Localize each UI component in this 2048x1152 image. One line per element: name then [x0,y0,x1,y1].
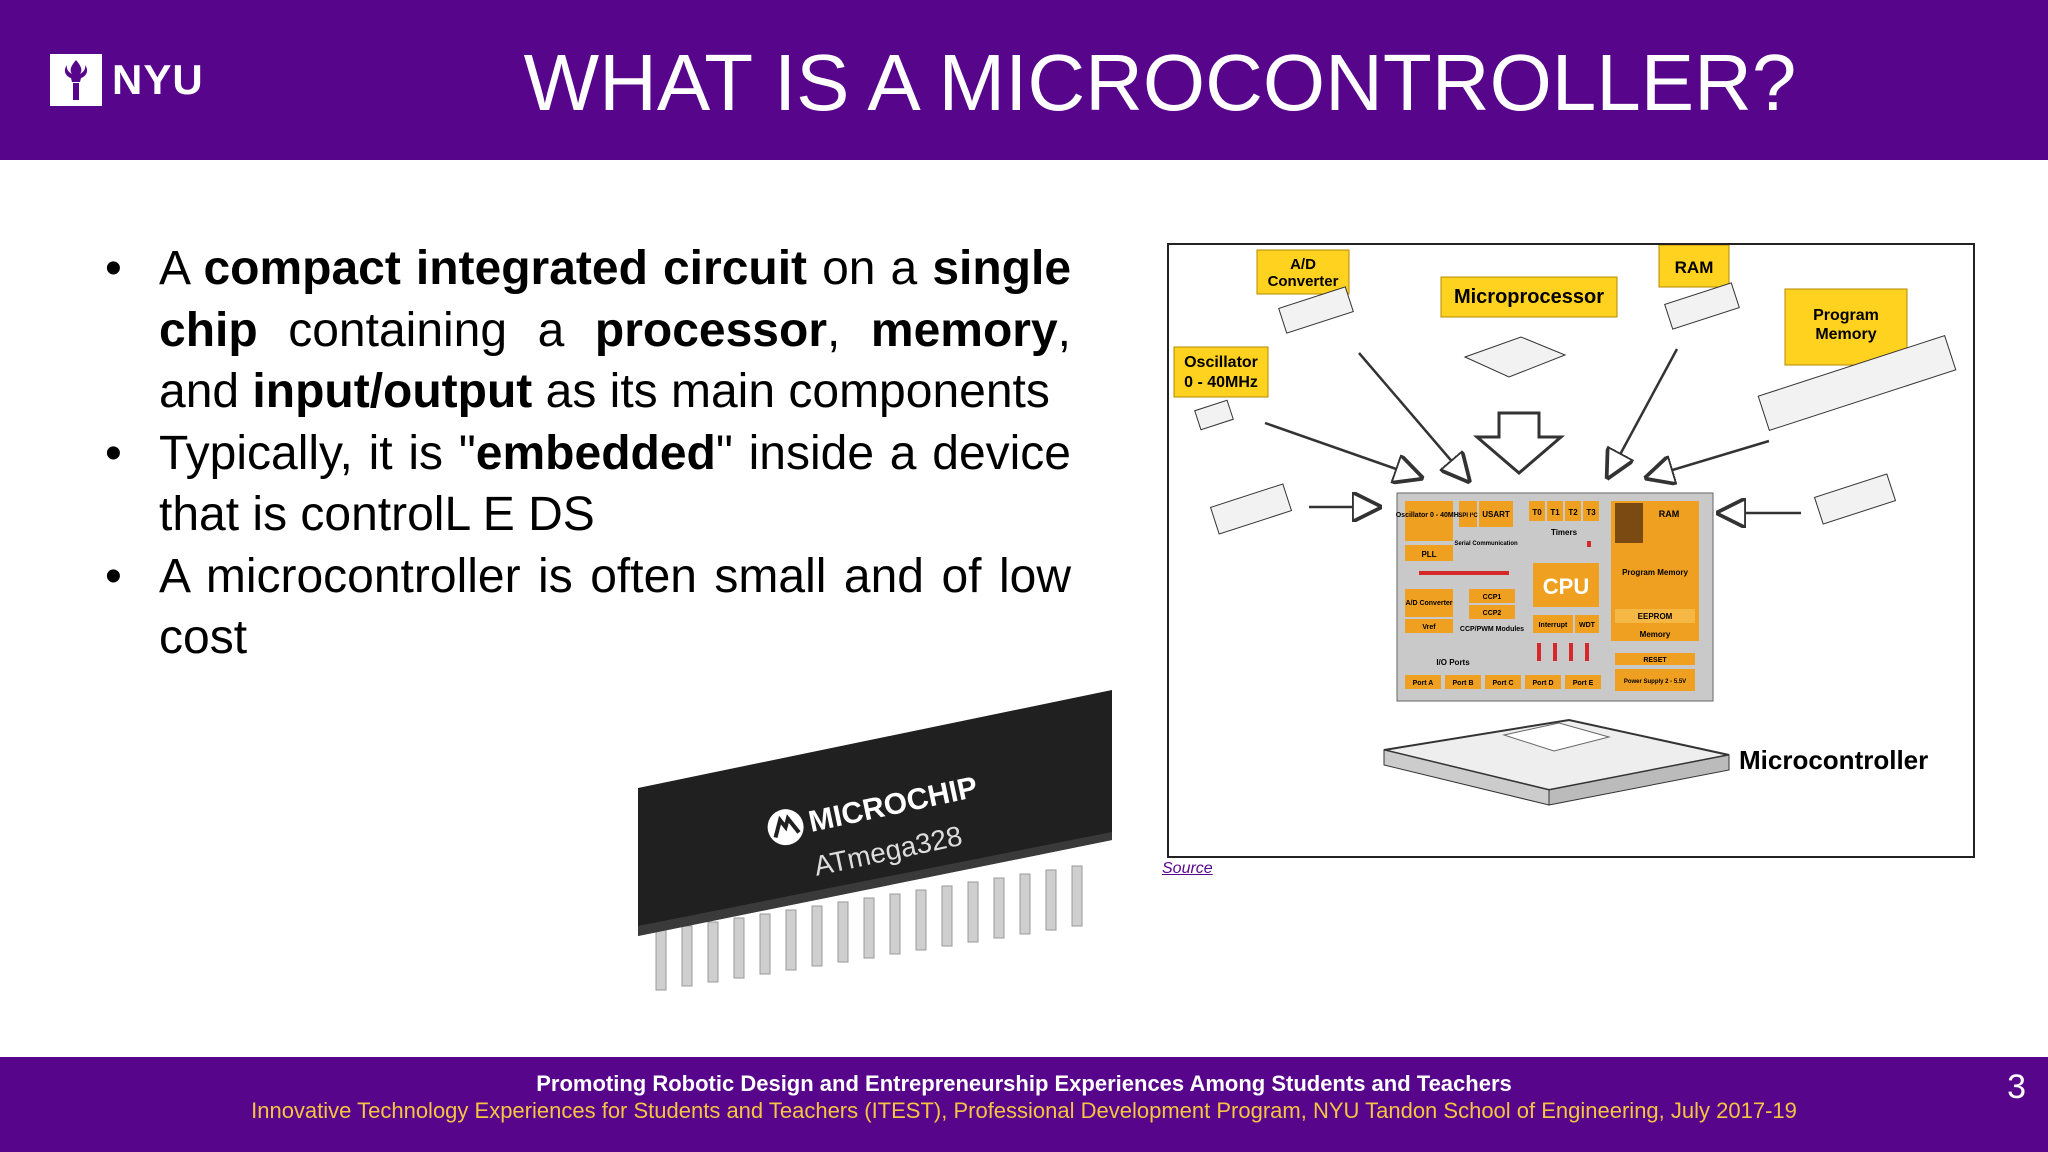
bullet-text: , [827,303,871,357]
bullet-emphasis: input/output [252,365,533,418]
svg-text:Vref: Vref [1422,624,1436,631]
microprocessor-label: Microprocessor [1440,276,1618,318]
svg-text:I/O Ports: I/O Ports [1436,658,1470,667]
bullet-emphasis: single chip [159,242,1072,357]
connection-arrows [1264,348,1801,513]
svg-text:USART: USART [1482,510,1510,519]
footer-program-title: Promoting Robotic Design and Entrepreneu… [536,1071,1512,1096]
bullet-text: " inside a device that is controlL E DS [159,426,1072,542]
svg-text:A/D Converter: A/D Converter [1405,600,1452,607]
bullet-text: , and [159,303,1071,419]
bullet-text: containing a [257,303,595,357]
svg-text:T0: T0 [1532,508,1542,517]
svg-text:SPI I²C: SPI I²C [1458,512,1478,519]
svg-text:Oscillator 0 - 40MHz: Oscillator 0 - 40MHz [1396,512,1463,519]
oscillator-label: Oscillator 0 - 40MHz [1173,346,1269,398]
bullet-emphasis: embedded [475,426,716,480]
bullet-emphasis: processor [594,303,827,357]
bullet-item: Typically, it is "embedded" inside a dev… [105,423,1071,546]
svg-text:Memory: Memory [1640,630,1671,639]
svg-text:RAM: RAM [1675,258,1714,277]
mcu-block-diagram: Oscillator 0 - 40MHz PLL SPI I²C USART S… [1396,492,1714,702]
down-arrow-icon [1472,411,1566,475]
ram-label: RAM [1658,244,1730,288]
microcontroller-label: Microcontroller [1739,745,1928,775]
svg-text:T1: T1 [1550,508,1560,517]
bullet-item: A microcontroller is often small and of … [105,546,1071,669]
svg-text:Interrupt: Interrupt [1539,622,1568,629]
nyu-logo[interactable]: NYU [50,54,204,106]
bullet-emphasis: compact integrated circuit [203,242,808,295]
mcu-chip-icon [1383,718,1730,806]
footer-program-detail: Innovative Technology Experiences for St… [251,1098,1797,1123]
svg-text:0 - 40MHz: 0 - 40MHz [1184,374,1258,391]
svg-text:CCP2: CCP2 [1483,610,1502,617]
svg-text:Serial Communication: Serial Communication [1454,541,1518,547]
bullet-emphasis: memory [870,303,1058,357]
svg-text:Microprocessor: Microprocessor [1454,286,1604,308]
logo-text: NYU [112,56,204,103]
svg-text:RESET: RESET [1643,657,1667,664]
chip-icon [1194,282,1957,535]
source-link[interactable]: Source [1162,860,1213,877]
svg-text:Port D: Port D [1533,680,1554,687]
bullet-text: A [159,242,204,295]
bullet-text: as its main components [532,365,1050,418]
bullet-text: A microcontroller is often small and of … [159,549,1071,665]
svg-text:Port C: Port C [1493,680,1514,687]
program-memory-label: Program Memory [1784,288,1908,366]
svg-text:Oscillator: Oscillator [1184,354,1258,371]
svg-text:CCP/PWM Modules: CCP/PWM Modules [1460,626,1524,633]
svg-text:Port A: Port A [1413,680,1434,687]
bullet-text: Typically, it is " [159,426,476,480]
atmega328-chip-photo: MICROCHIP ATmega328 [636,690,1116,1000]
footer-bar [0,1057,2048,1152]
slide-title: WHAT IS A MICROCONTROLLER? [523,38,1797,127]
svg-text:A/D: A/D [1290,256,1316,273]
svg-text:Converter: Converter [1268,273,1339,290]
svg-text:CPU: CPU [1543,574,1589,599]
ad-converter-label: A/D Converter [1256,249,1350,295]
svg-text:T3: T3 [1586,508,1596,517]
svg-text:Memory: Memory [1815,326,1876,343]
torch-icon [50,54,102,106]
bullet-list: A compact integrated circuit on a single… [105,238,1071,669]
bullet-item: A compact integrated circuit on a single… [105,238,1071,423]
page-number: 3 [2007,1068,2026,1106]
svg-text:RAM: RAM [1659,509,1680,519]
svg-text:Port E: Port E [1573,680,1594,687]
svg-text:Program: Program [1813,307,1879,324]
svg-text:Port B: Port B [1453,680,1474,687]
svg-text:WDT: WDT [1579,622,1596,629]
svg-text:EEPROM: EEPROM [1638,612,1673,621]
header-bar: NYU WHAT IS A MICROCONTROLLER? [0,0,2048,160]
bullet-text: on a [807,242,933,295]
svg-text:Program Memory: Program Memory [1622,568,1688,577]
svg-text:PLL: PLL [1421,550,1436,559]
svg-text:Timers: Timers [1551,528,1578,537]
microcontroller-diagram: A/D Converter Microprocessor RAM Program… [1167,243,1975,858]
svg-text:CCP1: CCP1 [1483,594,1502,601]
svg-text:Power Supply 2 - 5.5V: Power Supply 2 - 5.5V [1624,679,1686,685]
svg-text:T2: T2 [1568,508,1578,517]
